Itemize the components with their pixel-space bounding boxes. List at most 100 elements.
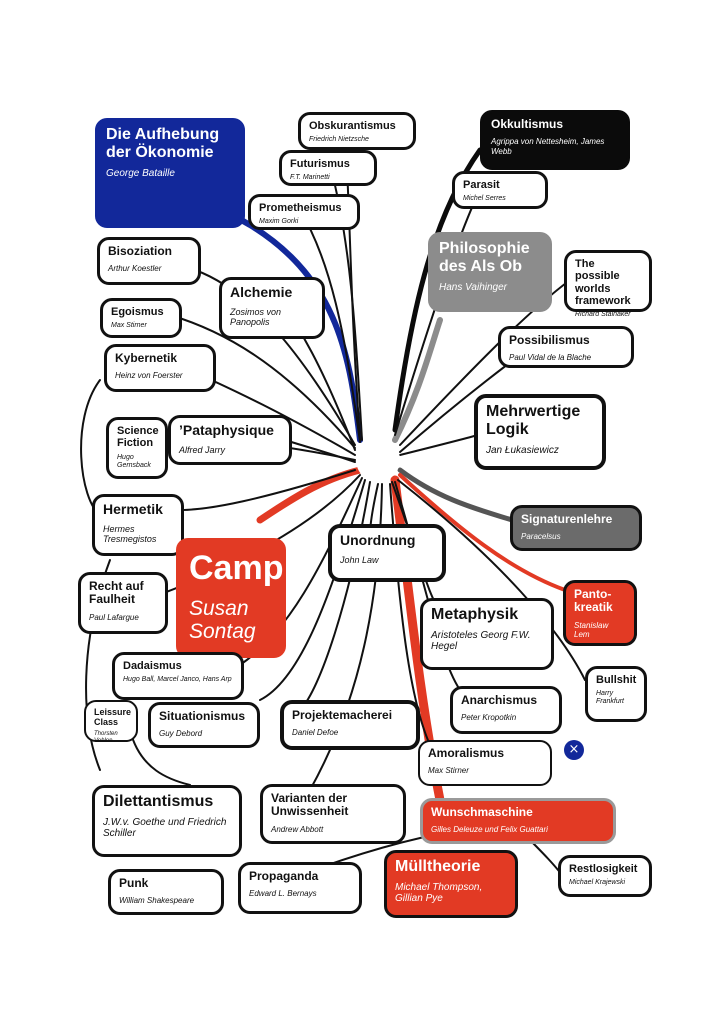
node-author: F.T. Marinetti [290,174,330,182]
node-restlosigkeit[interactable]: Restlosigkeit Michael Krajewski [558,855,652,897]
node-signaturenlehre[interactable]: Signaturenlehre Paracelsus [510,505,642,551]
node-title: Unordnung [340,532,416,548]
node-unordnung[interactable]: Unordnung John Law [328,524,446,582]
node-parasit[interactable]: Parasit Michel Serres [452,171,548,209]
node-author: William Shakespeare [119,896,195,906]
node-title: Metaphysik [431,606,519,623]
node-title: Parasit [463,179,500,191]
node-author: Alfred Jarry [179,444,226,455]
node-author: Harry Frankfurt [596,690,625,706]
node-author: Paracelsus [521,532,561,542]
node-author: George Bataille [106,167,175,179]
node-title: Mehrwertige Logik [486,403,581,438]
node-author: Aristoteles Georg F.W. Hegel [431,629,531,653]
node-title: Wunschmaschine [431,805,533,819]
node-title: Dilettantismus [103,793,214,810]
node-title: Restlosigkeit [569,863,638,875]
node-title: Situationismus [159,709,246,723]
node-als-ob[interactable]: Philosophie des Als Ob Hans Vaihinger [428,232,552,312]
node-author: Andrew Abbott [271,824,324,834]
node-author: Gilles Deleuze und Felix Guattari [431,825,548,835]
node-title: Anarchismus [461,693,538,707]
node-title: Dadaismus [123,660,182,672]
node-mehrwertige-logik[interactable]: Mehrwertige Logik Jan Łukasiewicz [474,394,606,470]
node-author: Thorsten Veblen [94,731,118,745]
node-title: Recht auf Faulheit [89,579,144,607]
node-title: Punk [119,876,149,890]
node-propaganda[interactable]: Propaganda Edward L. Bernays [238,862,362,914]
node-kybernetik[interactable]: Kybernetik Heinz von Foerster [104,344,216,392]
node-author: J.W.v. Goethe und Friedrich Schiller [103,816,227,840]
node-author: Michael Thompson, Gillian Pye [395,881,483,905]
node-title: Panto-kreatik [574,587,613,615]
node-title: Prometheismus [259,202,342,214]
node-leisure-class[interactable]: Leissure Class Thorsten Veblen [84,700,138,745]
node-obskurantismus[interactable]: Obskurantismus Friedrich Nietzsche [298,112,416,150]
node-varianten[interactable]: Varianten der Unwissenheit Andrew Abbott [260,784,406,844]
node-title: Futurismus [290,158,350,170]
node-futurismus[interactable]: Futurismus F.T. Marinetti [279,150,377,186]
node-title: Okkultismus [491,117,564,131]
node-muelltheorie[interactable]: Mülltheorie Michael Thompson, Gillian Py… [384,850,518,918]
node-author: Maxim Gorki [259,218,299,226]
node-metaphysik[interactable]: Metaphysik Aristoteles Georg F.W. Hegel [420,598,554,670]
node-recht-auf-faulheit[interactable]: Recht auf Faulheit Paul Lafargue [78,572,168,634]
node-title: Egoismus [111,306,164,318]
node-bullshit[interactable]: Bullshit Harry Frankfurt [585,666,647,722]
node-title: Obskurantismus [309,120,396,132]
node-author: Michel Serres [463,195,506,203]
node-pataphysique[interactable]: ’Pataphysique Alfred Jarry [168,415,292,465]
node-prometheismus[interactable]: Prometheismus Maxim Gorki [248,194,360,230]
node-title: Alchemie [230,284,293,300]
node-anarchismus[interactable]: Anarchismus Peter Kropotkin [450,686,562,734]
node-title: Hermetik [103,501,163,517]
node-projektemacherei[interactable]: Projektemacherei Daniel Defoe [280,700,420,750]
node-author: Hermes Tresmegistos [103,523,157,545]
node-title: Varianten der Unwissenheit [271,791,349,819]
node-author: Max Stirner [428,766,469,776]
node-punk[interactable]: Punk William Shakespeare [108,869,224,915]
node-title: Kybernetik [115,351,178,365]
node-author: Hugo Ball, Marcel Janco, Hans Arp [123,676,232,684]
node-title: Propaganda [249,869,319,883]
node-author: Heinz von Foerster [115,371,183,381]
node-aufhebung[interactable]: Die Aufhebung der Ökonomie George Batail… [95,118,245,228]
node-title: Bisoziation [108,244,173,258]
node-author: Peter Kropotkin [461,713,517,723]
node-possible-worlds[interactable]: The possible worlds framework Richard St… [564,250,652,318]
node-alchemie[interactable]: Alchemie Zosimos von Panopolis [219,277,325,339]
node-title: Mülltheorie [395,858,481,875]
node-possibilismus[interactable]: Possibilismus Paul Vidal de la Blache [498,326,634,368]
node-wunschmaschine[interactable]: Wunschmaschine Gilles Deleuze und Felix … [420,798,616,844]
node-pantokreatik[interactable]: Panto-kreatik Stanislaw Lem [563,580,637,646]
node-author: Zosimos von Panopolis [230,306,282,328]
node-title: Projektemacherei [292,708,393,722]
node-situationismus[interactable]: Situationismus Guy Debord [148,702,260,748]
node-title: Signaturenlehre [521,512,613,526]
node-title: Bullshit [596,674,637,686]
node-dadaismus[interactable]: Dadaismus Hugo Ball, Marcel Janco, Hans … [112,652,244,700]
node-bisoziation[interactable]: Bisoziation Arthur Koestler [97,237,201,285]
node-author: Agrippa von Nettesheim, James Webb [491,137,605,156]
node-title: Camp [189,549,284,587]
node-science-fiction[interactable]: Science Fiction Hugo Gernsback [106,417,168,479]
node-egoismus[interactable]: Egoismus Max Stirner [100,298,182,338]
node-author: Paul Vidal de la Blache [509,353,592,363]
node-author: Edward L. Bernays [249,889,317,899]
node-title: Amoralismus [428,746,505,760]
node-title: Die Aufhebung der Ökonomie [106,126,220,161]
node-okkultismus[interactable]: Okkultismus Agrippa von Nettesheim, Jame… [480,110,630,170]
node-author: Susan Sontag [189,597,256,644]
node-author: Hugo Gernsback [117,453,151,469]
node-camp[interactable]: Camp Susan Sontag [176,538,286,658]
node-dilettantismus[interactable]: Dilettantismus J.W.v. Goethe und Friedri… [92,785,242,857]
node-author: Michael Krajewski [569,879,626,887]
node-hermetik[interactable]: Hermetik Hermes Tresmegistos [92,494,184,556]
node-amoralismus[interactable]: Amoralismus Max Stirner [418,740,552,786]
node-author: Friedrich Nietzsche [309,136,369,144]
node-author: Hans Vaihinger [439,281,508,293]
close-icon[interactable]: × [564,740,584,760]
node-title: Science Fiction [117,425,159,450]
node-author: Paul Lafargue [89,612,139,622]
node-author: Daniel Defoe [292,728,339,738]
